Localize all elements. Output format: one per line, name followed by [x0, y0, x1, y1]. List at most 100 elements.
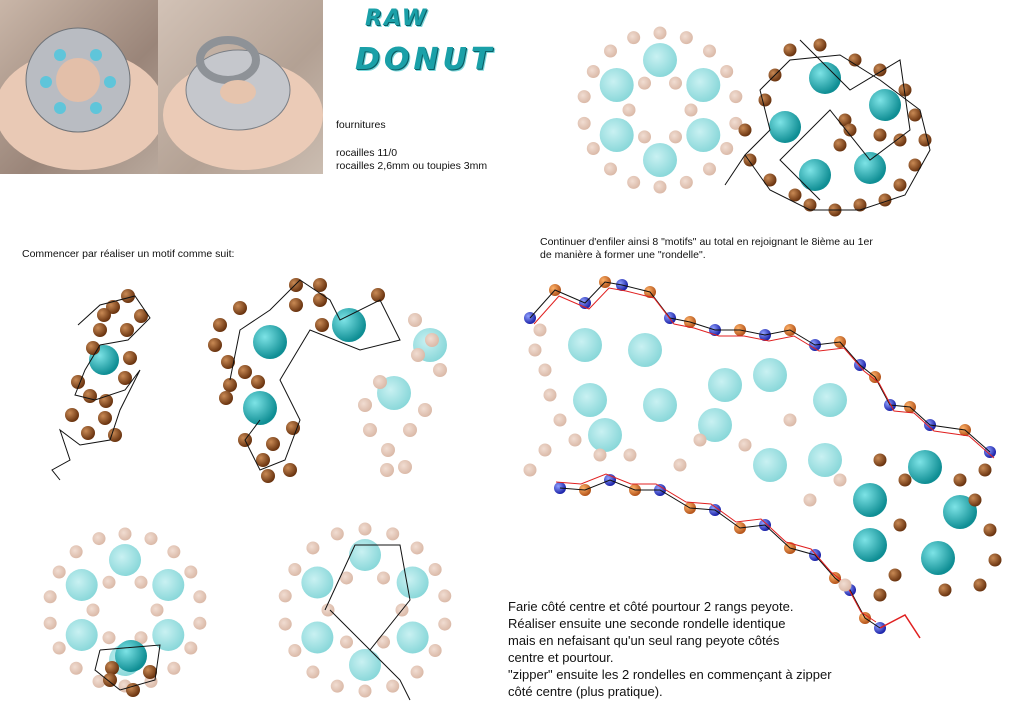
big-bead	[600, 118, 634, 152]
seed-bead	[839, 579, 852, 592]
seed-bead	[874, 129, 887, 142]
seed-bead	[569, 434, 582, 447]
seed-bead	[251, 375, 265, 389]
seed-bead	[81, 426, 95, 440]
big-bead	[809, 62, 841, 94]
big-bead	[349, 649, 381, 681]
seed-bead	[919, 134, 932, 147]
seed-bead	[288, 644, 301, 657]
seed-bead	[105, 661, 119, 675]
seed-bead	[899, 474, 912, 487]
big-bead	[600, 68, 634, 102]
seed-bead	[119, 528, 132, 541]
seed-bead	[654, 181, 667, 194]
seed-bead	[411, 541, 424, 554]
ring-diagram-bottom-left	[44, 528, 207, 698]
big-bead	[686, 68, 720, 102]
seed-bead	[578, 90, 591, 103]
seed-bead	[804, 494, 817, 507]
seed-bead	[65, 408, 79, 422]
seed-bead	[984, 524, 997, 537]
seed-bead	[438, 618, 451, 631]
seed-bead	[120, 323, 134, 337]
seed-bead	[894, 179, 907, 192]
big-bead	[799, 159, 831, 191]
zipper-diagram	[524, 276, 1002, 638]
seed-bead	[894, 134, 907, 147]
seed-bead	[213, 318, 227, 332]
seed-bead	[358, 398, 372, 412]
seed-bead	[98, 411, 112, 425]
seed-bead	[739, 439, 752, 452]
seed-bead	[654, 27, 667, 40]
big-bead	[808, 443, 842, 477]
seed-bead	[784, 414, 797, 427]
seed-bead	[283, 463, 297, 477]
thread-path	[560, 480, 880, 628]
seed-bead	[219, 391, 233, 405]
seed-bead	[954, 474, 967, 487]
seed-bead	[554, 414, 567, 427]
seed-bead	[123, 351, 137, 365]
seed-bead	[83, 389, 97, 403]
seed-bead	[331, 527, 344, 540]
seed-bead	[425, 333, 439, 347]
seed-bead	[193, 590, 206, 603]
seed-bead	[340, 636, 353, 649]
seed-bead	[939, 584, 952, 597]
seed-bead	[539, 364, 552, 377]
big-bead	[66, 619, 98, 651]
seed-bead	[256, 453, 270, 467]
seed-bead	[87, 604, 100, 617]
big-bead	[152, 619, 184, 651]
seed-bead	[93, 323, 107, 337]
seed-bead	[739, 124, 752, 137]
seed-bead	[121, 289, 135, 303]
seed-bead	[534, 324, 547, 337]
seed-bead	[167, 545, 180, 558]
big-bead	[152, 569, 184, 601]
seed-bead	[53, 642, 66, 655]
big-bead	[854, 152, 886, 184]
seed-bead	[680, 31, 693, 44]
seed-bead	[359, 685, 372, 698]
seed-bead	[989, 554, 1002, 567]
seed-bead	[306, 541, 319, 554]
seed-bead	[784, 44, 797, 57]
seed-bead	[418, 403, 432, 417]
seed-bead	[638, 130, 651, 143]
seed-bead	[720, 65, 733, 78]
seed-bead	[408, 313, 422, 327]
seed-bead	[143, 665, 157, 679]
seed-bead	[594, 449, 607, 462]
seed-bead	[167, 662, 180, 675]
big-bead	[397, 622, 429, 654]
big-bead	[301, 622, 333, 654]
big-bead	[628, 333, 662, 367]
seed-bead	[279, 589, 292, 602]
seed-bead	[44, 590, 57, 603]
seed-bead	[103, 576, 116, 589]
big-bead	[66, 569, 98, 601]
seed-bead	[359, 523, 372, 536]
seed-bead	[703, 162, 716, 175]
seed-bead	[874, 454, 887, 467]
big-bead	[643, 43, 677, 77]
seed-bead	[874, 589, 887, 602]
seed-bead	[627, 31, 640, 44]
seed-bead	[411, 666, 424, 679]
seed-bead	[623, 104, 636, 117]
seed-bead	[322, 604, 335, 617]
seed-bead	[193, 617, 206, 630]
seed-bead	[764, 174, 777, 187]
seed-bead	[974, 579, 987, 592]
seed-bead	[279, 618, 292, 631]
big-bead	[869, 89, 901, 121]
seed-bead	[669, 130, 682, 143]
seed-bead	[93, 532, 106, 545]
big-bead	[109, 544, 141, 576]
thread-path	[230, 280, 400, 470]
ring-diagram-bottom-middle	[279, 523, 452, 701]
seed-bead	[529, 344, 542, 357]
seed-bead	[627, 176, 640, 189]
